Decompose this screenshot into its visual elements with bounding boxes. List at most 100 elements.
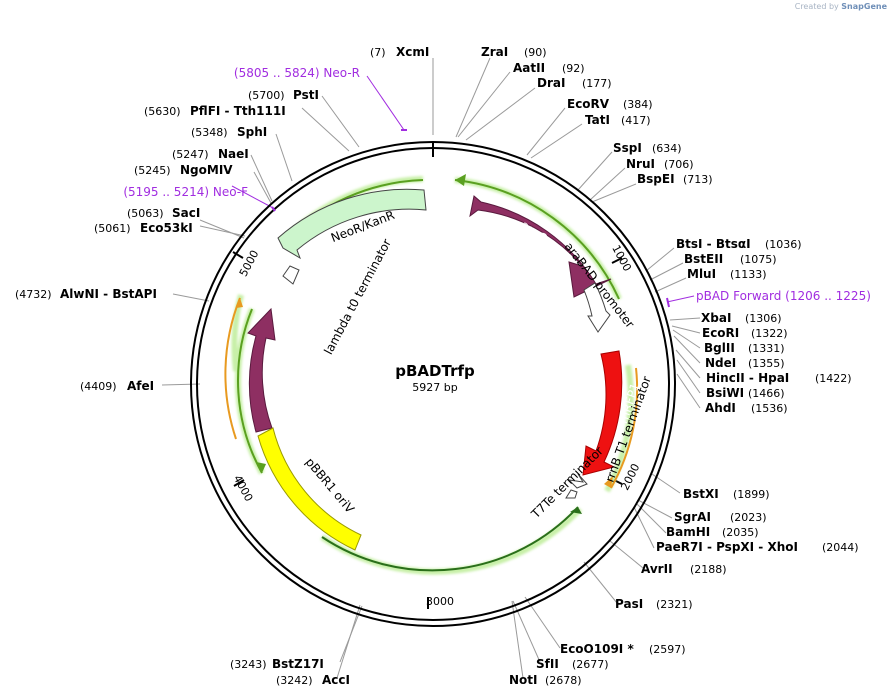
site-name[interactable]: XbaI: [701, 311, 731, 325]
site-pos: (5063): [127, 207, 164, 220]
site-name[interactable]: NaeI: [218, 147, 249, 161]
site-name[interactable]: AhdI: [705, 401, 736, 415]
tick-labels: 1000 2000 3000 4000 5000: [231, 243, 643, 608]
site-name[interactable]: SacI: [172, 206, 200, 220]
site-name[interactable]: EcoO109I *: [560, 642, 634, 656]
site-pos: (5700): [248, 89, 285, 102]
site-pos: (3243): [230, 658, 267, 671]
site-name[interactable]: PaeR7I - PspXI - XhoI: [656, 540, 798, 554]
site-name[interactable]: AatII: [513, 61, 545, 75]
site-pos: (5348): [191, 126, 228, 139]
site-name[interactable]: HincII - HpaI: [706, 371, 789, 385]
primer-label-pbad-forward: pBAD Forward (1206 .. 1225): [696, 289, 871, 303]
site-name[interactable]: PstI: [293, 88, 319, 102]
site-name[interactable]: PasI: [615, 597, 643, 611]
site-name[interactable]: SgrAI: [674, 510, 711, 524]
site-name[interactable]: PflFI - Tth111I: [190, 104, 286, 118]
site-name[interactable]: TatI: [585, 113, 610, 127]
site-pos: (706): [664, 158, 694, 171]
watermark-brand: SnapGene: [841, 2, 887, 11]
tick-label-4000: 4000: [231, 473, 256, 504]
site-name[interactable]: AfeI: [127, 379, 154, 393]
site-name[interactable]: NruI: [626, 157, 655, 171]
site-pos: (5630): [144, 105, 181, 118]
site-name[interactable]: BsiWI: [706, 386, 744, 400]
feature-arrow-neor-kanr[interactable]: [277, 188, 427, 260]
site-name[interactable]: BstXI: [683, 487, 719, 501]
feature-label-arac: araC: [518, 218, 549, 246]
site-pos: (1536): [751, 402, 788, 415]
site-pos: (2678): [545, 674, 582, 687]
site-name[interactable]: SspI: [613, 141, 642, 155]
feature-direction-arcs: [224, 179, 639, 572]
feature-arrow-arac[interactable]: [469, 195, 612, 298]
feature-label-t7te-terminator: T7Te terminator: [528, 444, 606, 522]
primer-label-neo-r: (5805 .. 5824) Neo-R: [234, 66, 360, 80]
feature-arrow-mrfp1[interactable]: [582, 350, 623, 476]
site-pos: (2321): [656, 598, 693, 611]
primer-label-neo-f: (5195 .. 5214) Neo-F: [123, 185, 248, 199]
site-name[interactable]: NotI: [509, 673, 538, 687]
site-pos: (2035): [722, 526, 759, 539]
tick-label-1000: 1000: [609, 243, 634, 274]
site-pos: (92): [562, 62, 585, 75]
feature-arrow-t7te-terminator: [565, 489, 578, 499]
site-pos: (2044): [822, 541, 859, 554]
primer-markers: [271, 129, 670, 308]
snapgene-watermark: Created by SnapGene: [795, 2, 887, 11]
site-pos: (1331): [748, 342, 785, 355]
site-pos: (2188): [690, 563, 727, 576]
site-pos: (5061): [94, 222, 131, 235]
site-pos: (3242): [276, 674, 313, 687]
site-name[interactable]: EcoRV: [567, 97, 610, 111]
site-labels-left: (3243) BstZ17I (3242) AccI (4409) AfeI (…: [15, 88, 350, 687]
site-pos: (1036): [765, 238, 802, 251]
feature-label-pbbr1-rep: pBBR1 Rep: [279, 317, 302, 385]
site-labels-right: (7) XcmI ZraI (90) AatII (92) DraI (177)…: [370, 45, 859, 687]
tick-label-3000: 3000: [426, 595, 454, 608]
site-name[interactable]: ZraI: [481, 45, 508, 59]
site-name[interactable]: BglII: [704, 341, 735, 355]
site-name[interactable]: AccI: [322, 673, 350, 687]
site-pos: (4409): [80, 380, 117, 393]
site-pos: (4732): [15, 288, 52, 301]
site-pos: (7): [370, 46, 386, 59]
feature-arrow-pbbr1-oriv: [257, 427, 362, 551]
site-pos: (634): [652, 142, 682, 155]
site-name[interactable]: NgoMIV: [180, 163, 233, 177]
primer-leader-lines: [231, 75, 695, 303]
site-pos: (1306): [745, 312, 782, 325]
site-pos: (1466): [748, 387, 785, 400]
site-name[interactable]: NdeI: [705, 356, 736, 370]
site-pos: (177): [582, 77, 612, 90]
site-pos: (90): [524, 46, 547, 59]
site-name[interactable]: EcoRI: [702, 326, 739, 340]
site-name[interactable]: BtsI - BtsαI: [676, 237, 751, 251]
feature-arrow-rrnb-t1-terminator: [567, 473, 588, 489]
site-name[interactable]: XcmI: [396, 45, 429, 59]
feature-arrow-arabad-promoter: [583, 282, 611, 333]
site-name[interactable]: DraI: [537, 76, 565, 90]
site-name[interactable]: BstEII: [684, 252, 723, 266]
site-name[interactable]: SfII: [536, 657, 559, 671]
feature-arrow-pbbr1-rep[interactable]: [247, 307, 276, 433]
site-pos: (5245): [134, 164, 171, 177]
site-name[interactable]: AvrII: [641, 562, 673, 576]
site-pos: (713): [683, 173, 713, 186]
site-pos: (2597): [649, 643, 686, 656]
site-name[interactable]: AlwNI - BstAPI: [60, 287, 157, 301]
feature-arrow-lambda-t0-terminator: [282, 265, 300, 285]
site-pos: (1075): [740, 253, 777, 266]
site-name[interactable]: SphI: [237, 125, 267, 139]
site-name[interactable]: MluI: [687, 267, 716, 281]
site-name[interactable]: BamHI: [666, 525, 710, 539]
site-name[interactable]: BstZ17I: [272, 657, 324, 671]
map-length: 5927 bp: [412, 381, 457, 394]
site-name[interactable]: BspEI: [637, 172, 675, 186]
site-pos: (1322): [751, 327, 788, 340]
site-pos: (2677): [572, 658, 609, 671]
site-pos: (384): [623, 98, 653, 111]
site-pos: (5247): [172, 148, 209, 161]
site-name[interactable]: Eco53kI: [140, 221, 193, 235]
